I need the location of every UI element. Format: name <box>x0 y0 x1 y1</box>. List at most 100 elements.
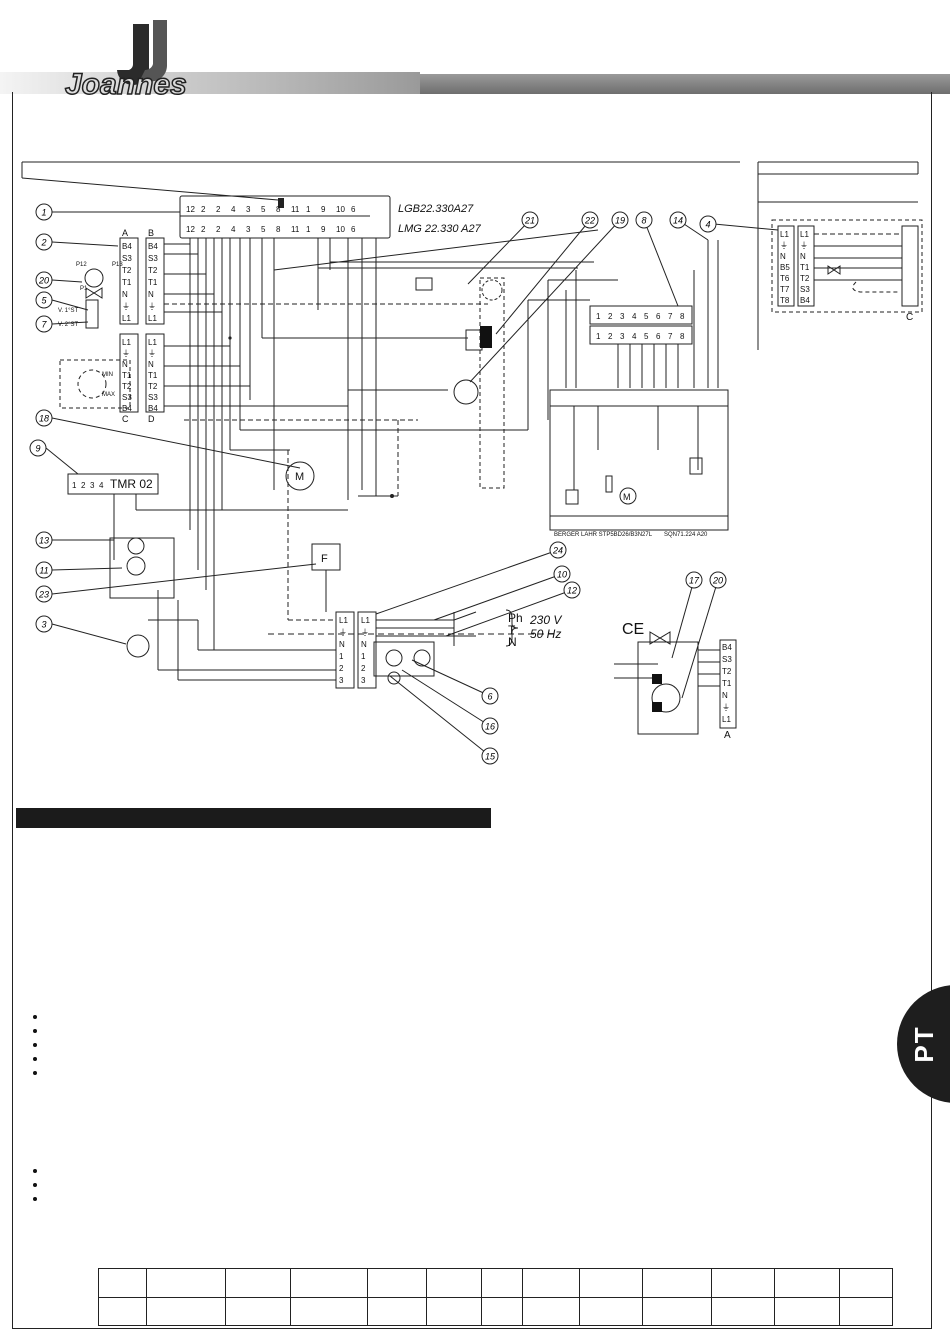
lgb-top-terminal: 9 <box>321 205 326 214</box>
right-plug-pin: N <box>780 252 786 261</box>
table-cell <box>146 1268 226 1298</box>
callout-12: 12 <box>563 581 581 599</box>
svg-text:11: 11 <box>39 566 48 576</box>
connector-c-right-label: C <box>906 312 913 323</box>
lgb-bottom-terminal: 8 <box>276 225 281 234</box>
small-plug-pin: ⏚ <box>722 703 730 712</box>
plug-a-pin: S3 <box>122 254 132 263</box>
svg-text:23: 23 <box>38 590 49 600</box>
callout-20: 20 <box>35 271 53 289</box>
callout-17: 17 <box>685 571 703 589</box>
small-plug-pin: N <box>722 691 728 700</box>
table-cell <box>481 1268 523 1298</box>
small-plug-pin: T1 <box>722 679 732 688</box>
table-cell <box>642 1296 712 1326</box>
plug-c-pin: T1 <box>122 371 132 380</box>
main-terminal-pin: 2 <box>361 664 366 673</box>
thermostat-p13-label: P13 <box>112 262 123 268</box>
pressure-min-label: MIN <box>102 372 113 378</box>
right-plug-pin: N <box>800 252 806 261</box>
fuse-label: F <box>321 553 328 565</box>
table-cell <box>642 1268 712 1298</box>
main-terminal-pin: L1 <box>361 616 370 625</box>
svg-text:14: 14 <box>673 216 683 226</box>
thermostat-p1-label: P1 <box>80 286 88 292</box>
control-box-label-1: LGB22.330A27 <box>398 203 474 215</box>
terminal-strip-pin: 1 <box>596 332 601 341</box>
terminal-strip-pin: 1 <box>596 312 601 321</box>
main-terminal-pin: ⏚ <box>361 628 369 637</box>
table-cell <box>579 1268 643 1298</box>
callout-20: 20 <box>709 571 727 589</box>
timer-terminal: 3 <box>90 481 95 490</box>
svg-text:20: 20 <box>38 276 49 286</box>
plug-c-pin: T2 <box>122 382 132 391</box>
callout-21: 21 <box>521 211 539 229</box>
lgb-top-terminal: 11 <box>291 205 300 214</box>
svg-text:20: 20 <box>712 576 723 586</box>
terminal-strip-pin: 7 <box>668 312 673 321</box>
lgb-top-terminal: 2 <box>216 205 221 214</box>
plug-c-pin: ⏚ <box>122 349 130 358</box>
right-plug-pin: T6 <box>780 274 790 283</box>
table-cell <box>522 1268 580 1298</box>
terminal-strip-pin: 6 <box>656 332 661 341</box>
callout-8: 8 <box>635 211 653 229</box>
lgb-bottom-terminal: 4 <box>231 225 236 234</box>
section-header-bar <box>16 808 491 828</box>
plug-b-pin: ⏚ <box>148 302 156 311</box>
lgb-bottom-terminal: 3 <box>246 225 251 234</box>
svg-text:8: 8 <box>641 216 646 226</box>
connector-b-label: B <box>148 228 154 238</box>
supply-voltage: 230 V <box>529 613 562 627</box>
connector-a-small-label: A <box>724 730 731 741</box>
main-terminal-pin: 3 <box>361 676 366 685</box>
table-cell <box>774 1296 840 1326</box>
plug-d-pin: N <box>148 360 154 369</box>
svg-text:5: 5 <box>41 296 47 306</box>
table-cell <box>225 1296 291 1326</box>
plug-b-pin: S3 <box>148 254 158 263</box>
svg-text:22: 22 <box>584 216 595 226</box>
lgb-top-terminal: 6 <box>351 205 356 214</box>
main-terminal-pin: 1 <box>339 652 344 661</box>
lgb-bottom-terminal: 6 <box>351 225 356 234</box>
callout-10: 10 <box>553 565 571 583</box>
callout-18: 18 <box>35 409 53 427</box>
main-terminal-pin: 1 <box>361 652 366 661</box>
table-cell <box>426 1268 482 1298</box>
main-terminal-pin: ⏚ <box>339 628 347 637</box>
plug-c-pin: S3 <box>122 393 132 402</box>
thermostat-p12-label: P12 <box>76 262 87 268</box>
table-cell <box>774 1268 840 1298</box>
timer-terminal: 1 <box>72 481 77 490</box>
callout-24: 24 <box>549 541 567 559</box>
main-terminal-pin: N <box>361 640 367 649</box>
svg-text:6: 6 <box>487 692 492 702</box>
callout-22: 22 <box>581 211 599 229</box>
table-cell <box>711 1296 775 1326</box>
right-plug-pin: T8 <box>780 296 790 305</box>
right-plug-pin: T1 <box>800 263 810 272</box>
terminal-strip-pin: 3 <box>620 312 625 321</box>
plug-c-pin: B4 <box>122 404 132 413</box>
lgb-bottom-terminal: 2 <box>216 225 221 234</box>
table-cell <box>839 1296 893 1326</box>
plug-b-pin: L1 <box>148 314 157 323</box>
terminal-strip-pin: 8 <box>680 332 685 341</box>
phase-label: Ph <box>508 611 523 625</box>
pressure-max-label: MAX <box>102 392 115 398</box>
small-plug-pin: B4 <box>722 643 732 652</box>
table-cell <box>426 1296 482 1326</box>
connector-c-label: C <box>122 414 129 424</box>
terminal-strip-pin: 4 <box>632 312 637 321</box>
callout-16: 16 <box>481 717 499 735</box>
lgb-bottom-terminal: 11 <box>291 225 300 234</box>
plug-d-pin: B4 <box>148 404 158 413</box>
plug-c-pin: N <box>122 360 128 369</box>
callout-15: 15 <box>481 747 499 765</box>
callout-11: 11 <box>35 561 53 579</box>
callout-23: 23 <box>35 585 53 603</box>
lgb-top-terminal: 2 <box>201 205 206 214</box>
